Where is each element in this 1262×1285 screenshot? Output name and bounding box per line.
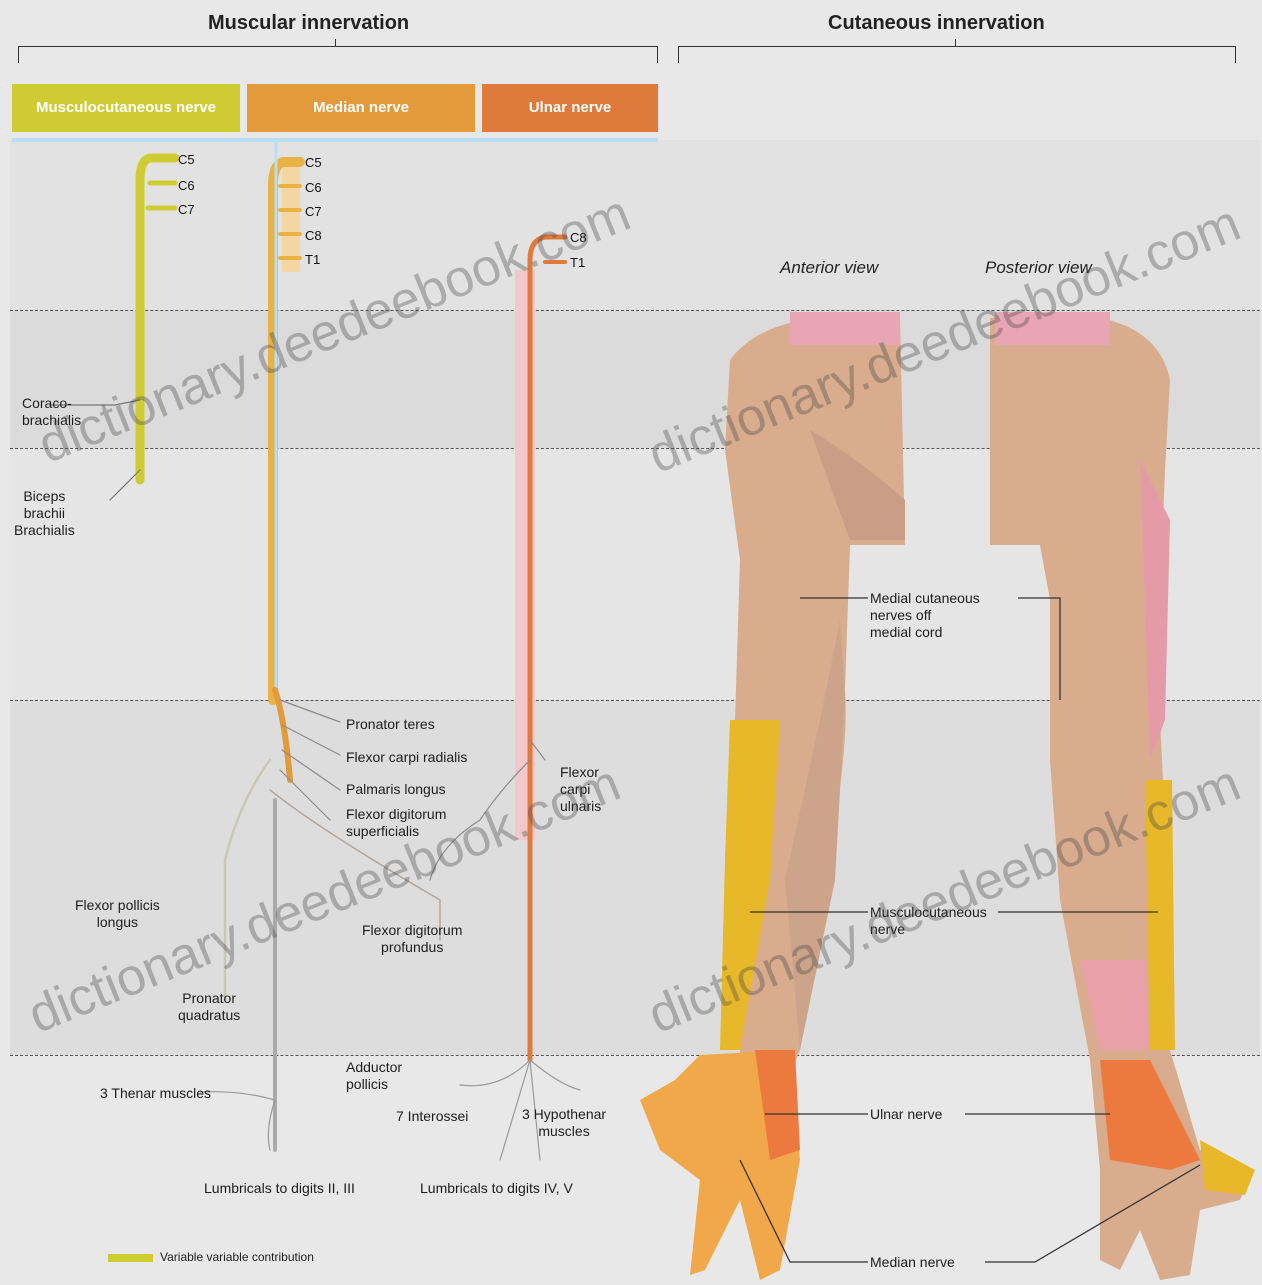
palmaris-label: Palmaris longus xyxy=(346,781,446,798)
fdp-label: Flexor digitorum profundus xyxy=(362,922,462,956)
anterior-view-label: Anterior view xyxy=(780,258,878,278)
thenar-label: 3 Thenar muscles xyxy=(100,1085,211,1102)
interossei-label: 7 Interossei xyxy=(396,1108,468,1125)
biceps-label: Biceps brachii Brachialis xyxy=(14,488,75,539)
root-t1: T1 xyxy=(305,252,320,267)
lumbricals-ii-iii-label: Lumbricals to digits II, III xyxy=(204,1180,355,1197)
root-c7: C7 xyxy=(178,202,195,217)
root-c6: C6 xyxy=(305,180,322,195)
root-c5: C5 xyxy=(178,152,195,167)
fcr-label: Flexor carpi radialis xyxy=(346,749,467,766)
root-c5: C5 xyxy=(305,155,322,170)
root-c8: C8 xyxy=(305,228,322,243)
adductor-label: Adductor pollicis xyxy=(346,1059,402,1093)
fpl-label: Flexor pollicis longus xyxy=(75,897,160,931)
legend-swatch xyxy=(108,1254,153,1262)
ulnar-trunk xyxy=(430,237,580,1160)
legend-label: Variable variable contribution xyxy=(160,1249,314,1266)
hypothenar-label: 3 Hypothenar muscles xyxy=(522,1106,606,1140)
lumbricals-iv-v-label: Lumbricals to digits IV, V xyxy=(420,1180,573,1197)
ulnar-cutaneous-label: Ulnar nerve xyxy=(870,1106,942,1123)
median-cutaneous-label: Median nerve xyxy=(870,1254,955,1271)
root-c6: C6 xyxy=(178,178,195,193)
root-c7: C7 xyxy=(305,204,322,219)
pronator-quadratus-label: Pronator quadratus xyxy=(178,990,240,1024)
pronator-teres-label: Pronator teres xyxy=(346,716,435,733)
medial-cutaneous-label: Medial cutaneous nerves off medial cord xyxy=(870,590,980,641)
